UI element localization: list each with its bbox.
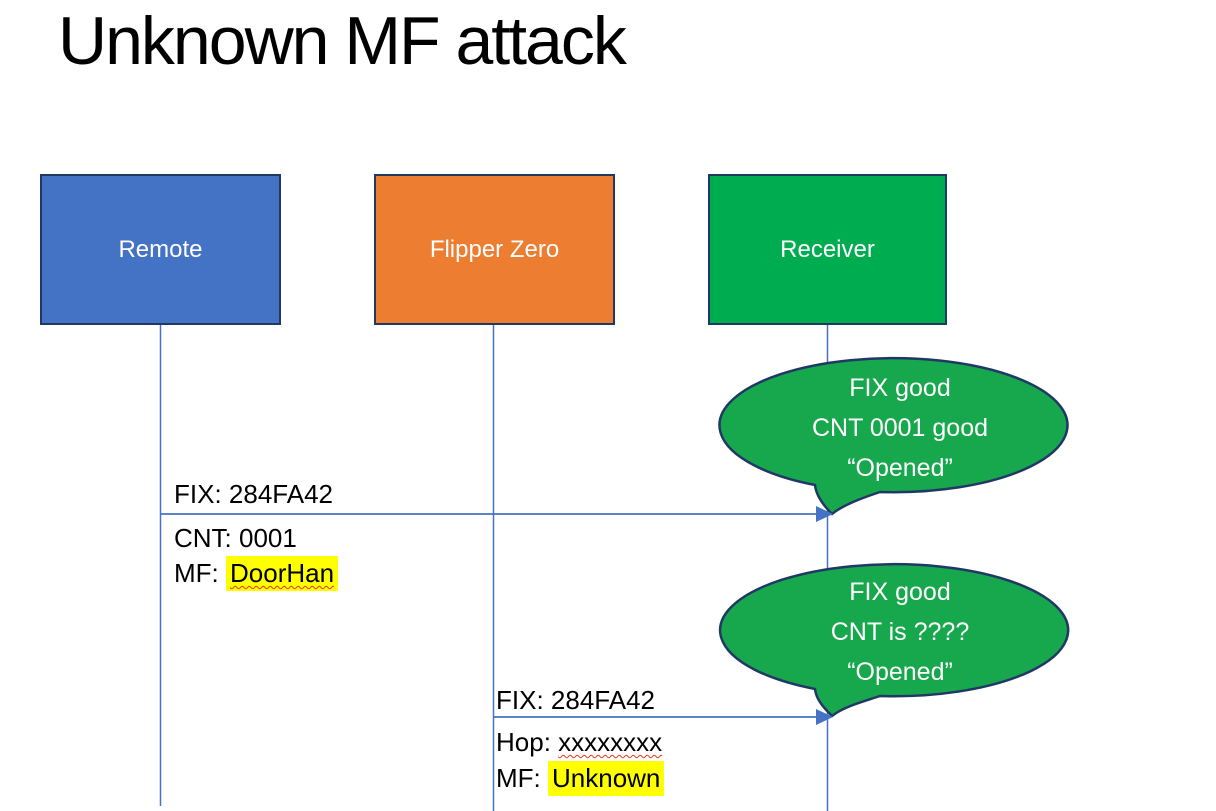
actor-label-remote: Remote: [118, 235, 203, 263]
message-1-mf-prefix: MF:: [174, 558, 226, 588]
actor-box-receiver: Receiver: [708, 174, 947, 325]
callout-1-line-2: CNT 0001 good: [811, 414, 989, 442]
callout-2-line-2: CNT is ????: [830, 618, 970, 646]
actor-label-flipper-zero: Flipper Zero: [429, 235, 560, 263]
callout-1-line-1: FIX good: [849, 374, 951, 402]
message-1-mf-value-highlighted: DoorHan: [226, 556, 339, 591]
message-1-line-mf: MF: DoorHan: [174, 556, 339, 591]
callout-1-line-3: “Opened”: [847, 454, 953, 482]
callout-bubble-2: [718, 562, 1070, 718]
callout-bubble-1: [718, 356, 1069, 516]
actor-label-receiver: Receiver: [780, 235, 875, 263]
message-2-hop-value: xxxxxxxx: [558, 727, 663, 757]
callout-2-line-3: “Opened”: [847, 658, 953, 686]
message-2-mf-prefix: MF:: [496, 763, 548, 793]
message-2-line-mf: MF: Unknown: [496, 761, 665, 796]
message-1-line-fix: FIX: 284FA42: [174, 479, 333, 509]
slide-title: Unknown MF attack: [58, 3, 627, 79]
message-2-hop-prefix: Hop:: [496, 727, 559, 757]
message-2-line-fix: FIX: 284FA42: [496, 685, 655, 715]
callout-1-text: FIX good CNT 0001 good “Opened”: [726, 368, 1074, 488]
message-1-line-cnt: CNT: 0001: [174, 523, 297, 553]
message-2-mf-value-highlighted: Unknown: [548, 761, 665, 796]
message-2-line-hop: Hop: xxxxxxxx: [496, 726, 662, 758]
actor-box-remote: Remote: [40, 174, 281, 325]
callout-2-text: FIX good CNT is ???? “Opened”: [726, 572, 1074, 692]
message-arrow-2-head: [816, 709, 833, 725]
callout-2-line-1: FIX good: [849, 578, 951, 606]
message-arrow-1-head: [816, 506, 833, 522]
actor-box-flipper-zero: Flipper Zero: [374, 174, 615, 325]
